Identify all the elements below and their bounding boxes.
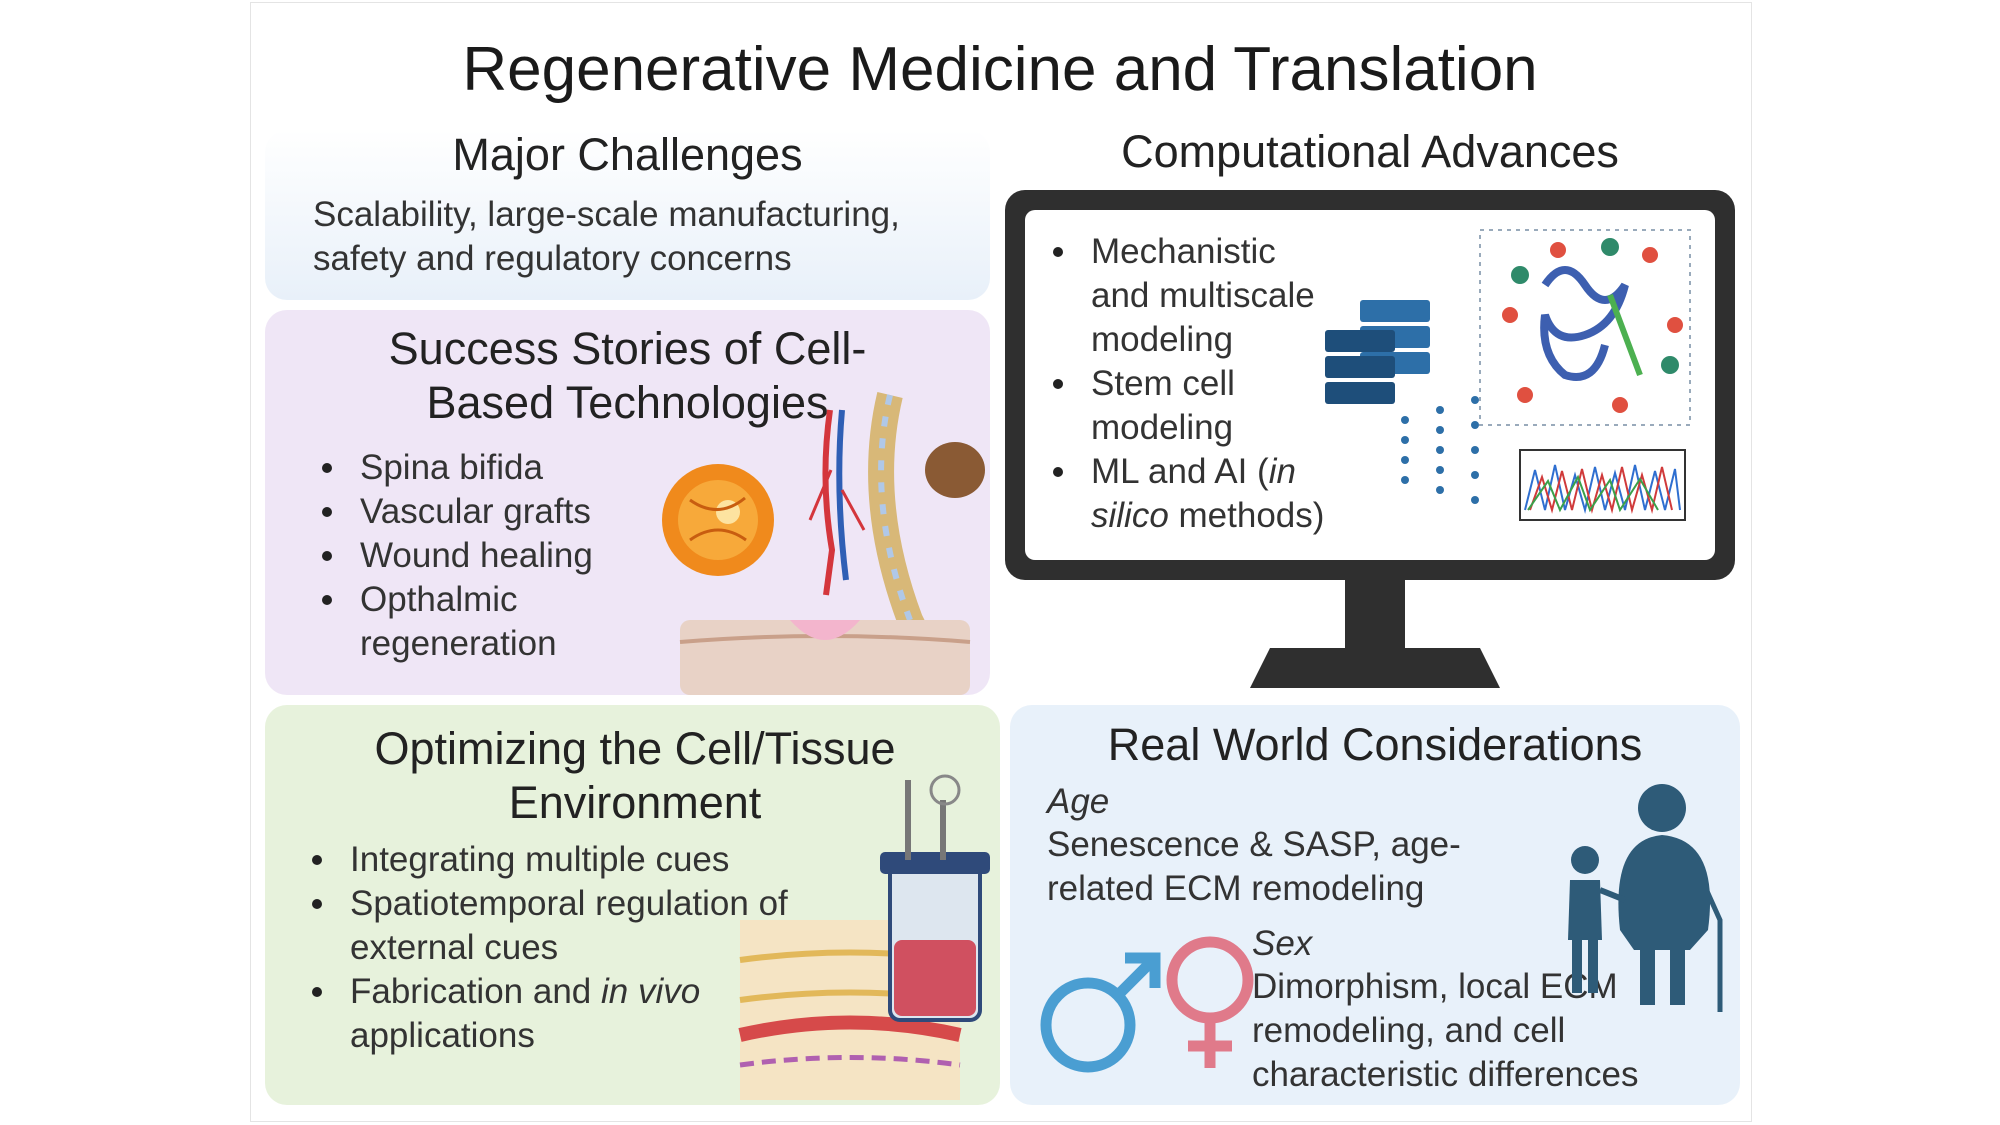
challenges-panel [265,130,990,300]
list-item: Spina bifida [312,446,642,490]
success-heading: Success Stories of Cell-Based Technologi… [388,323,867,428]
sequencing-chromatogram-icon [1519,449,1686,521]
computational-list: Mechanistic and multiscale modeling Stem… [1043,230,1343,538]
challenges-text: Scalability, large-scale manufacturing, … [313,195,900,278]
challenges-heading: Major Challenges [452,129,803,180]
eye-retina-icon [662,464,774,576]
success-illustrations [662,391,985,695]
protein-molecule-icon [1479,229,1691,426]
server-stack-icon [1325,300,1430,404]
list-item: Stem cell modeling [1043,362,1343,450]
list-item: Opthalmic regeneration [312,578,642,666]
sex-label: Sex [1252,924,1313,963]
list-item: Wound healing [312,534,642,578]
computational-heading: Computational Advances [1121,126,1619,177]
female-symbol-icon [1166,936,1254,1068]
realworld-illustrations [1040,784,1723,1073]
realworld-heading: Real World Considerations [1107,719,1643,770]
child-icon [1568,846,1627,993]
age-text: Senescence & SASP, age-related ECM remod… [1047,825,1461,908]
age-label: Age [1047,782,1110,821]
list-item: ML and AI (in silico methods) [1043,450,1343,538]
bioreactor-icon [880,774,990,1022]
optimizing-heading: Optimizing the Cell/Tissue Environment [374,723,896,828]
optimizing-illustrations [738,774,990,1100]
list-item: Fabrication and in vivo applications [302,970,832,1058]
male-symbol-icon [1040,952,1161,1073]
elderly-person-icon [1618,784,1723,1012]
list-item: Integrating multiple cues [302,838,832,882]
sex-text: Dimorphism, local ECM remodeling, and ce… [1252,967,1639,1094]
skin-wound-icon [679,620,971,695]
list-item: Spatiotemporal regulation of external cu… [302,882,832,970]
success-list: Spina bifida Vascular grafts Wound heali… [312,446,642,666]
monitor-stand [1250,578,1500,688]
computational-illustrations [1325,229,1691,521]
list-item: Mechanistic and multiscale modeling [1043,230,1343,362]
optimizing-list: Integrating multiple cues Spatiotemporal… [302,838,832,1058]
blood-vessels-icon [808,409,866,596]
figure-title: Regenerative Medicine and Translation [462,35,1538,104]
neural-network-icon [1401,396,1479,504]
list-item: Vascular grafts [312,490,642,534]
